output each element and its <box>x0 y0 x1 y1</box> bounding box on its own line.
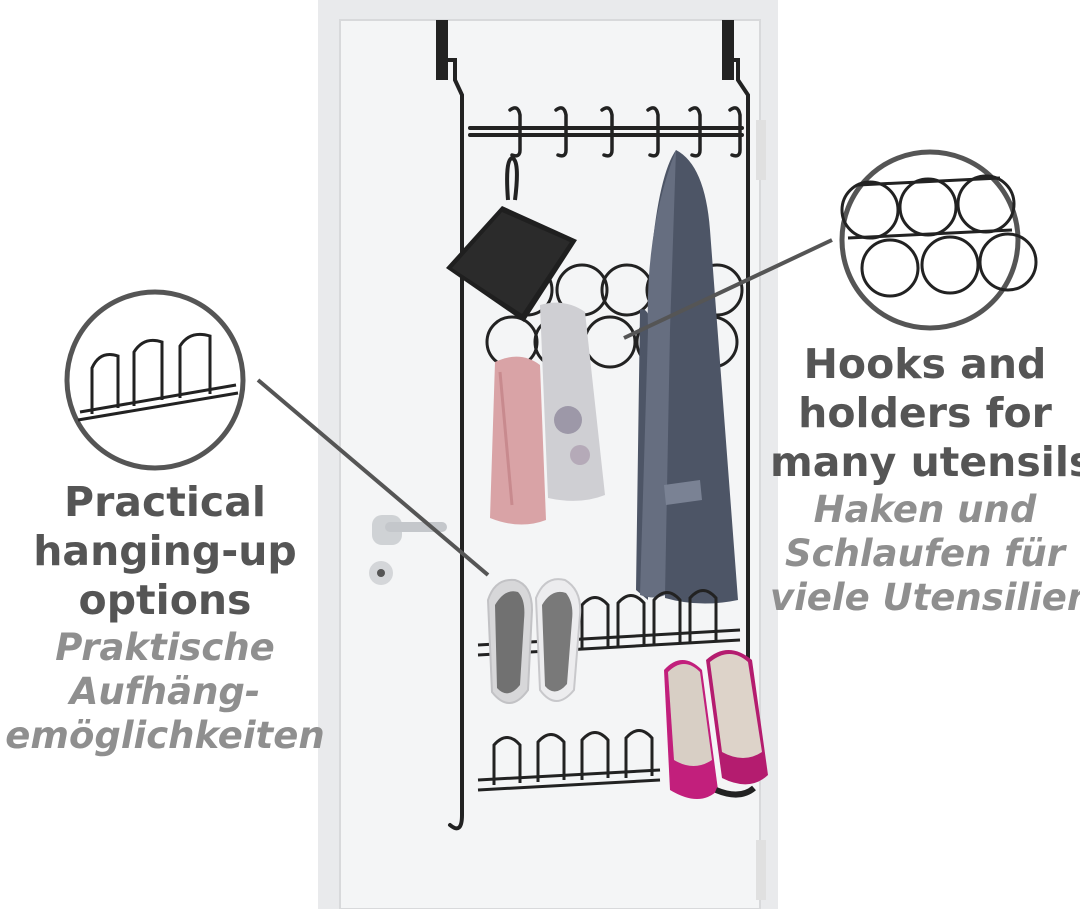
scarves <box>490 302 605 525</box>
hook-row <box>508 106 742 158</box>
left-en-line: options <box>78 576 252 625</box>
hanging-cardigan <box>636 150 738 604</box>
right-callout-text: Hooks and holders for many utensils Hake… <box>770 340 1080 621</box>
right-en-line: many utensils <box>770 438 1080 487</box>
left-en-line: Practical <box>64 478 266 526</box>
callout-circle-shoe-rack <box>64 289 246 471</box>
callout-leader-lines <box>256 238 833 577</box>
right-callout-english: Hooks and holders for many utensils <box>770 340 1080 488</box>
right-de-line: Haken und <box>813 487 1037 531</box>
callout-circle-ring-holder <box>839 149 1038 331</box>
left-en-line: hanging-up <box>33 527 297 576</box>
right-en-line: Hooks and <box>803 340 1047 388</box>
door-rack <box>436 20 750 831</box>
clutch-bag <box>446 155 577 322</box>
left-callout-german: Praktische Aufhäng- emöglichkeiten <box>0 626 330 759</box>
left-callout-text: Practical hanging-up options Praktische … <box>0 478 330 759</box>
right-en-line: holders for <box>798 389 1052 438</box>
left-de-line: Praktische <box>55 625 275 669</box>
right-de-line: Schlaufen für <box>784 531 1065 575</box>
left-de-line: Aufhäng- <box>69 669 261 713</box>
flat-shoes <box>486 578 582 704</box>
right-de-line: viele Utensilien <box>770 576 1080 620</box>
left-callout-english: Practical hanging-up options <box>0 478 330 626</box>
sneakers <box>664 650 768 799</box>
left-de-line: emöglichkeiten <box>5 714 325 758</box>
shoe-rack-lower <box>477 729 661 792</box>
right-callout-german: Haken und Schlaufen für viele Utensilien <box>770 488 1080 621</box>
